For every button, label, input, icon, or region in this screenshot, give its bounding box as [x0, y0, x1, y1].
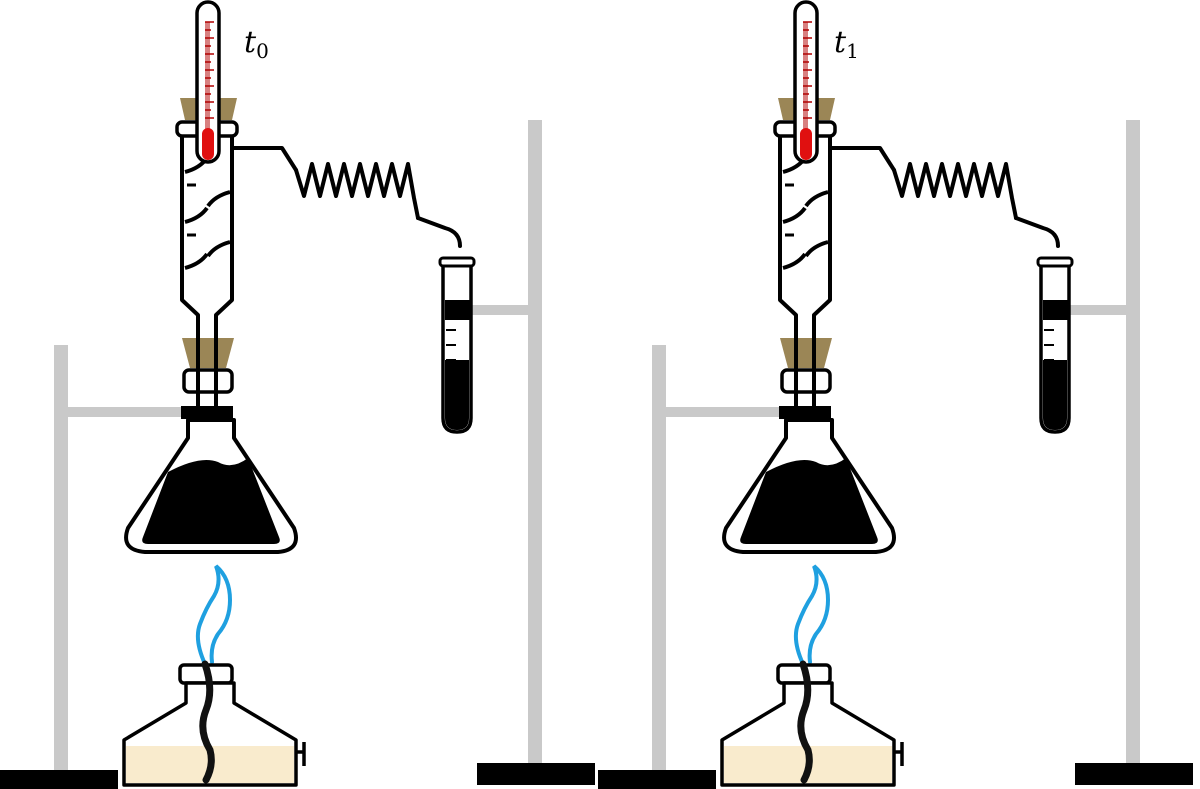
time-label-t0: t0 — [244, 25, 269, 63]
time-label-t1: t1 — [834, 25, 859, 63]
panel-t1: t1 — [598, 2, 1193, 789]
panel-t0: t0 — [0, 2, 595, 789]
